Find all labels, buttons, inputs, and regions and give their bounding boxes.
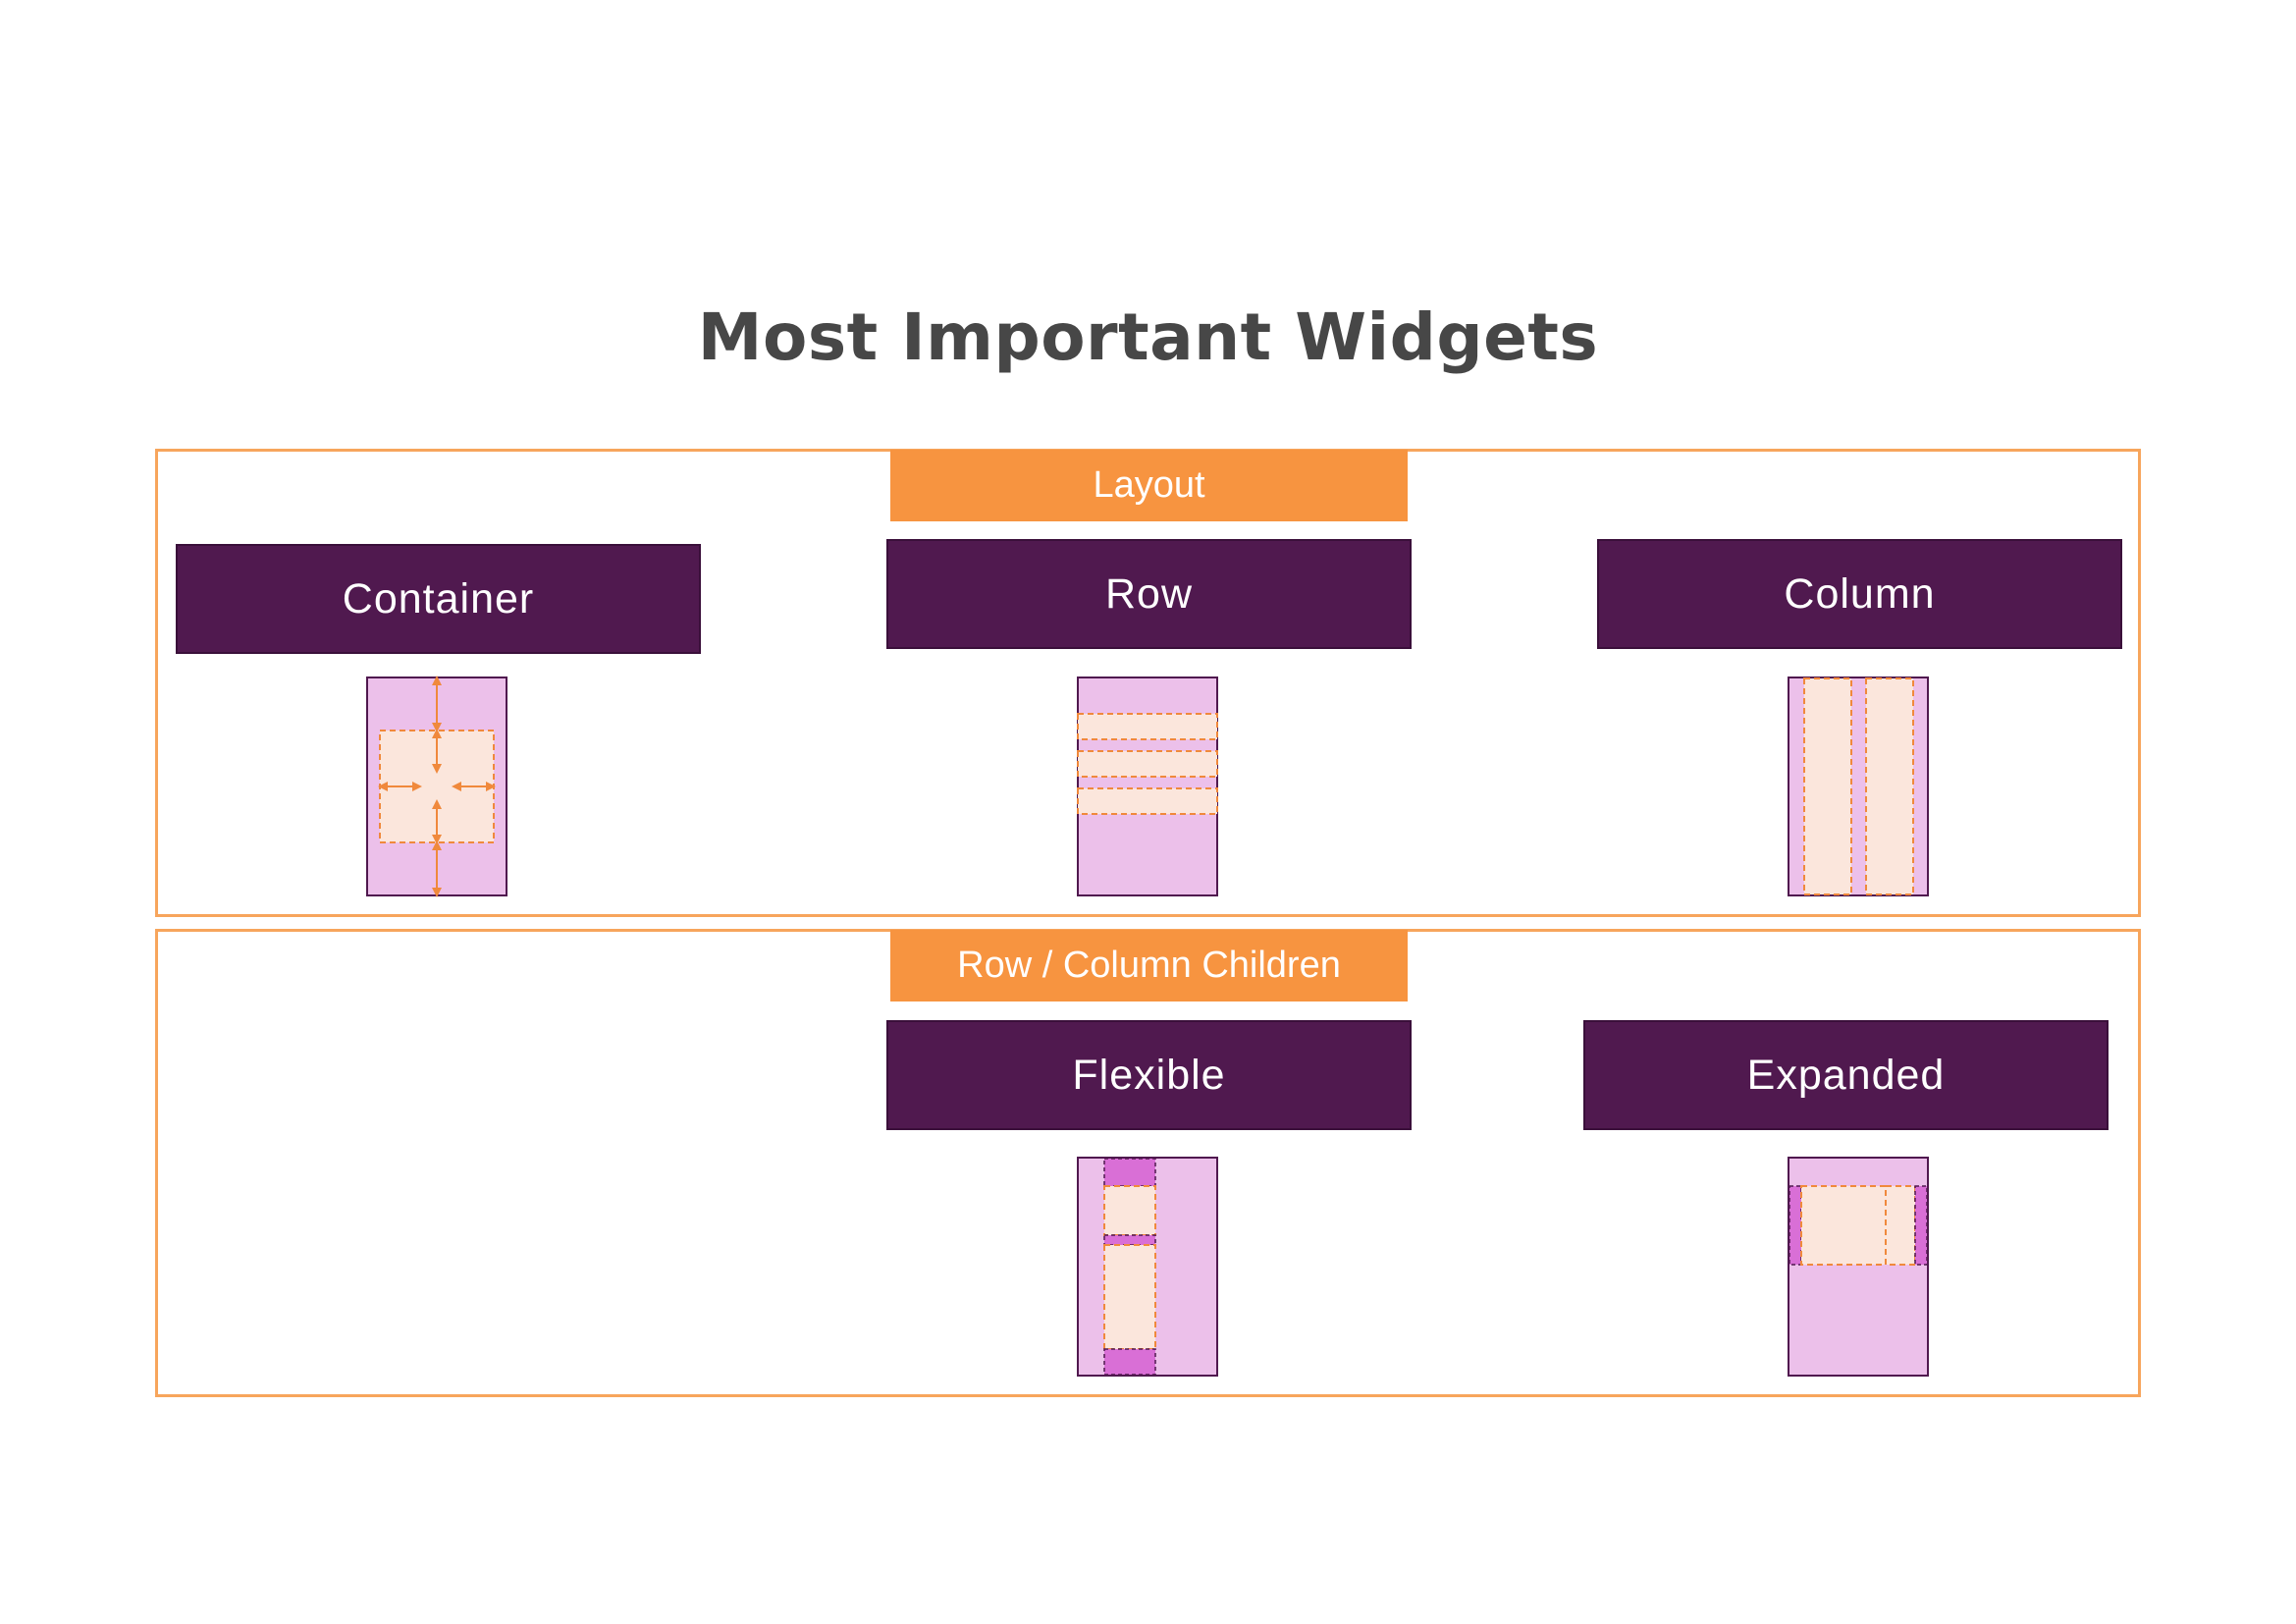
row-outer-box [1077,677,1218,896]
section-label-children: Row / Column Children [890,930,1408,1001]
page-title: Most Important Widgets [697,299,1599,375]
section-label-layout: Layout [890,450,1408,521]
expanded-edge-left [1789,1185,1802,1266]
expanded-edge-right [1914,1185,1928,1266]
expanded-child-2 [1885,1185,1916,1266]
expanded-child-1 [1800,1185,1887,1266]
flexible-free-space-mid [1103,1234,1156,1246]
widget-label-flexible: Flexible [886,1020,1412,1130]
column-strip-1 [1803,677,1852,895]
flexible-child-1 [1103,1185,1156,1236]
container-illustration [366,676,507,897]
flexible-child-2 [1103,1244,1156,1350]
row-band-3 [1077,787,1218,815]
widget-label-container: Container [176,544,701,654]
widget-label-expanded: Expanded [1583,1020,2109,1130]
column-strip-2 [1865,677,1914,895]
widget-label-row: Row [886,539,1412,649]
column-illustration [1788,677,1929,896]
flexible-free-space-bottom [1103,1348,1156,1376]
widget-label-column: Column [1597,539,2122,649]
expanded-illustration [1788,1157,1929,1377]
flexible-free-space-top [1103,1158,1156,1187]
padding-arrows [378,676,496,897]
flexible-illustration [1077,1157,1218,1377]
row-illustration [1077,677,1218,896]
row-band-1 [1077,713,1218,740]
row-band-2 [1077,750,1218,778]
